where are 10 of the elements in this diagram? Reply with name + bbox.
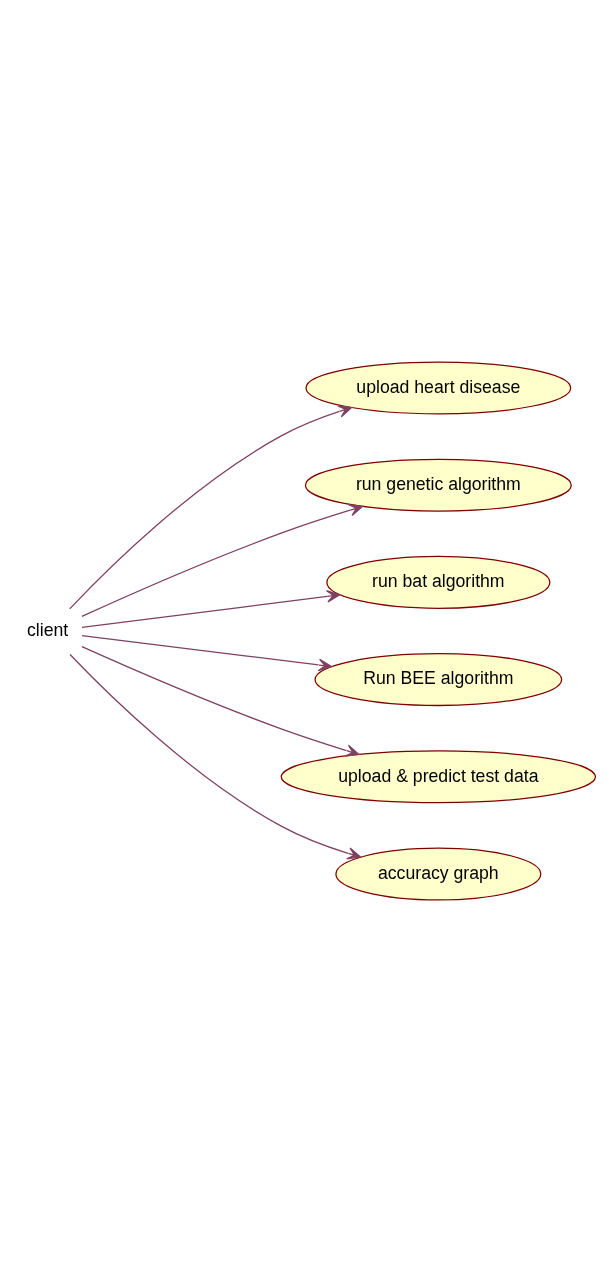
arrow bbox=[69, 653, 362, 860]
arrow bbox=[81, 504, 364, 617]
arrow bbox=[69, 405, 353, 610]
node-text: client bbox=[27, 620, 69, 641]
node-ellipse: upload heart disease bbox=[305, 361, 572, 415]
node-ellipse: upload & predict test data bbox=[280, 750, 597, 804]
node-ellipse: run genetic algorithm bbox=[304, 458, 572, 512]
arrow bbox=[81, 635, 333, 672]
arrow bbox=[81, 590, 341, 629]
arrow bbox=[81, 646, 360, 757]
